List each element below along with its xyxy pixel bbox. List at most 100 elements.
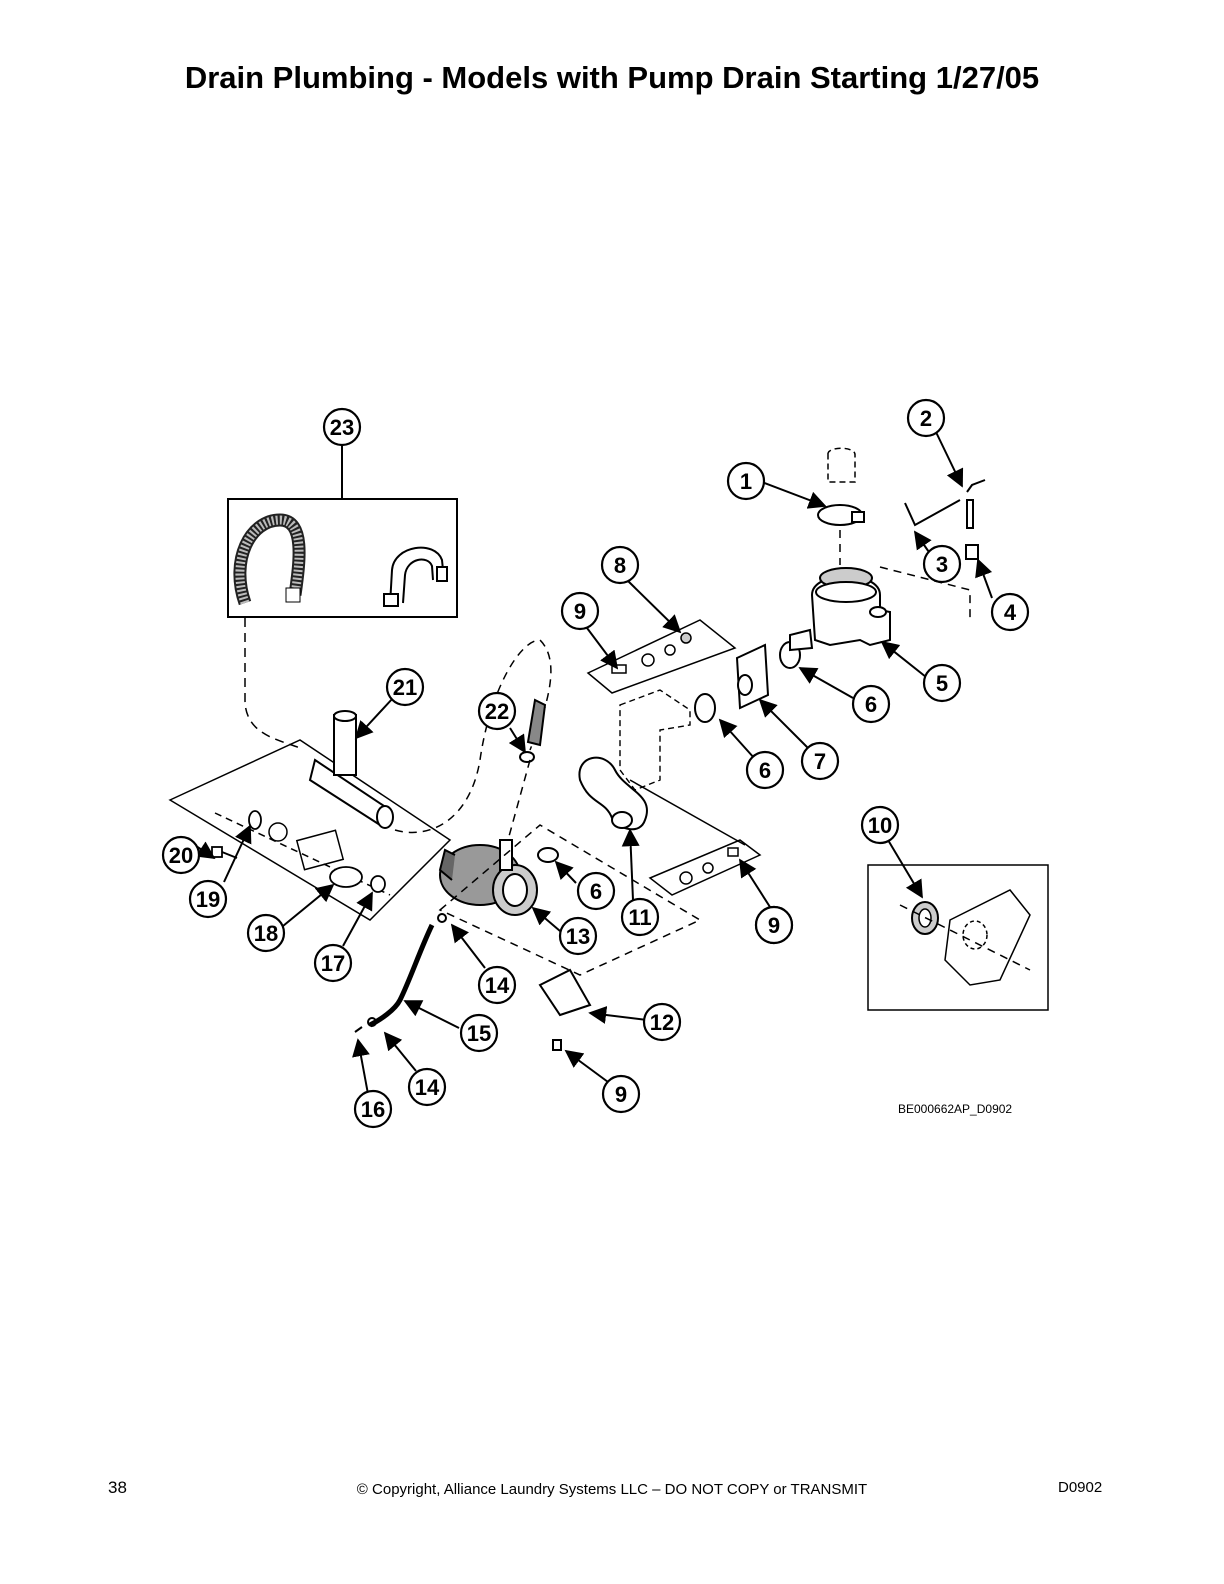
corrugated-drain-hose [233,513,306,606]
callout-circle [353,1089,393,1129]
pump-mounting-plate [586,619,737,694]
callout-7: 7 [800,741,840,781]
callout-circle [601,1074,641,1114]
callout-number: 4 [1004,600,1017,625]
callout-9: 9 [601,1074,641,1114]
callout-circle [407,1067,447,1107]
callout-10: 10 [860,805,900,845]
air-tube [904,479,986,560]
callout-number: 6 [590,879,602,904]
callout-circle [922,663,962,703]
leader-lines [189,429,993,1095]
callout-number: 5 [936,671,948,696]
callout-20: 20 [161,835,201,875]
callout-circle [726,461,766,501]
callout-number: 22 [485,699,509,724]
callout-number: 20 [169,843,193,868]
callout-circle [322,407,362,447]
callout-2: 2 [906,398,946,438]
drawing-id: BE000662AP_D0902 [898,1102,1013,1116]
document-code: D0902 [1058,1479,1103,1496]
callout-circle [906,398,946,438]
callout-number: 23 [330,415,354,440]
callout-circle [754,905,794,945]
callout-18: 18 [246,913,286,953]
callout-3: 3 [922,544,962,584]
callout-number: 16 [361,1097,385,1122]
callout-circle [560,591,600,631]
callout-14: 14 [477,965,517,1005]
callout-circle [642,1002,682,1042]
hose-kit-box [227,445,458,618]
copyright-notice: © Copyright, Alliance Laundry Systems LL… [356,1481,868,1498]
tub-drain-elbow [789,567,891,652]
page-number: 38 [108,1478,127,1497]
callout-circle [990,592,1030,632]
hose-clamps [537,641,801,863]
callout-circle [477,965,517,1005]
callout-circle [576,871,616,911]
callout-circle [385,667,425,707]
callout-number: 2 [920,406,932,431]
callout-circle [188,879,228,919]
callout-number: 9 [768,913,780,938]
flange-adapter [735,643,770,710]
callout-circle [161,835,201,875]
callout-16: 16 [353,1089,393,1129]
callout-22: 22 [477,691,517,731]
callout-number: 9 [615,1082,627,1107]
callout-number: 7 [814,749,826,774]
callout-23: 23 [322,407,362,447]
callout-markers: 1234566678999910111213141415161718192021… [161,398,1030,1129]
pump-inlet-hose [578,756,648,831]
callout-circle [246,913,286,953]
callout-number: 12 [650,1010,674,1035]
callout-circle [922,544,962,584]
callout-number: 14 [415,1075,440,1100]
callout-number: 9 [574,599,586,624]
callout-15: 15 [459,1013,499,1053]
callout-number: 19 [196,887,220,912]
callout-number: 6 [759,758,771,783]
callout-6: 6 [576,871,616,911]
callout-circle [558,916,598,956]
callout-number: 15 [467,1021,491,1046]
callout-number: 6 [865,692,877,717]
callout-number: 18 [254,921,278,946]
callout-number: 13 [566,924,590,949]
drain-pump [438,839,538,916]
callout-4: 4 [990,592,1030,632]
standpipe-adapter [308,710,394,829]
callout-number: 21 [393,675,417,700]
bottom-parts [354,913,592,1051]
callout-circle [600,545,640,585]
lower-right-plate [648,839,762,896]
callout-13: 13 [558,916,598,956]
hose-clamp-top [817,504,865,526]
callout-8: 8 [600,545,640,585]
callout-21: 21 [385,667,425,707]
callout-11: 11 [620,897,660,937]
hose-hook [383,546,448,607]
page-title: Drain Plumbing - Models with Pump Drain … [184,60,1040,95]
callout-19: 19 [188,879,228,919]
callout-circle [745,750,785,790]
callout-9: 9 [754,905,794,945]
callout-circle [477,691,517,731]
callout-circle [459,1013,499,1053]
tube-clamp-22 [507,698,547,841]
grommet-inset-box [867,864,1049,1011]
mounting-bracket [619,689,691,791]
callout-circle [851,684,891,724]
small-fasteners-left [211,810,386,893]
callout-1: 1 [726,461,766,501]
callout-circle [860,805,900,845]
callout-circle [313,943,353,983]
callout-6: 6 [851,684,891,724]
callout-5: 5 [922,663,962,703]
callout-number: 10 [868,813,892,838]
callout-17: 17 [313,943,353,983]
callout-number: 17 [321,951,345,976]
callout-number: 3 [936,552,948,577]
callout-circle [800,741,840,781]
